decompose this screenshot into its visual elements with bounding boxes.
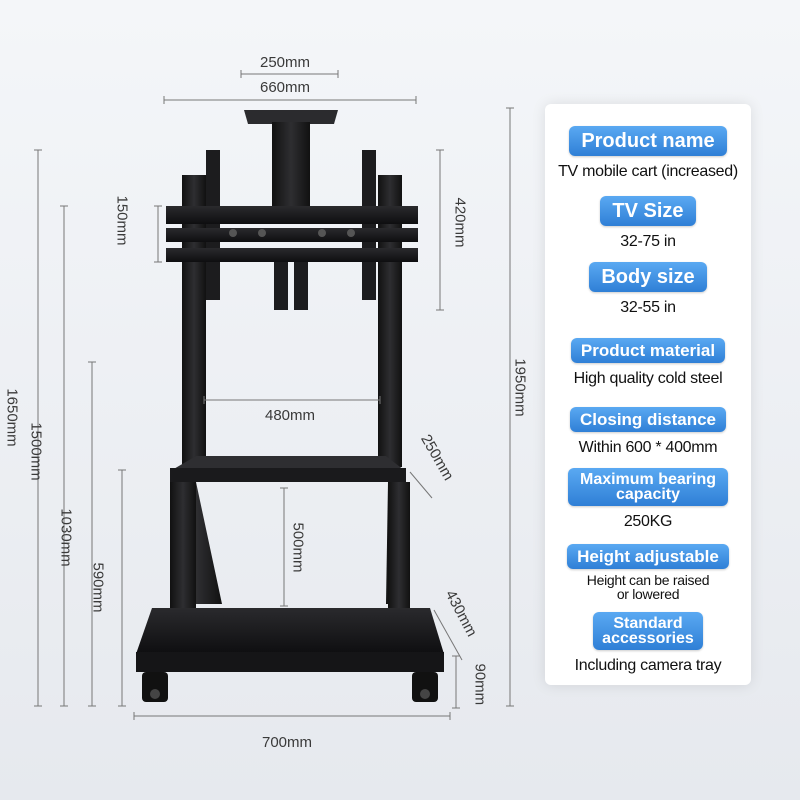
dim-mount-top-width: 250mm <box>260 54 311 71</box>
spec-accessories: Standard accessories Including camera tr… <box>545 612 751 675</box>
spec-height-adjustable: Height adjustable Height can be raised o… <box>545 544 751 601</box>
spec-value: Height can be raised or lowered <box>586 572 710 602</box>
spec-product-name: Product name TV mobile cart (increased) <box>545 126 751 181</box>
dim-head-width: 660mm <box>260 79 311 96</box>
spec-label: Closing distance <box>569 407 727 432</box>
camera-tray-mount <box>244 110 338 216</box>
spec-value: Including camera tray <box>574 657 722 674</box>
spec-label: Product material <box>570 338 726 363</box>
dim-height-1650: 1650mm <box>3 388 21 447</box>
spec-panel: Product name TV mobile cart (increased) … <box>545 104 751 685</box>
dim-height-1030: 1030mm <box>57 508 75 567</box>
spec-value: 32-55 in <box>620 299 676 316</box>
caster-wheels <box>142 672 438 702</box>
spec-value: Within 600 * 400mm <box>578 439 718 456</box>
spec-value: 32-75 in <box>620 233 676 250</box>
spec-bearing-capacity: Maximum bearing capacity 250KG <box>545 468 751 531</box>
spec-closing-distance: Closing distance Within 600 * 400mm <box>545 407 751 457</box>
spec-tv-size: TV Size 32-75 in <box>545 196 751 251</box>
spec-value: High quality cold steel <box>573 370 723 387</box>
dim-base-width: 700mm <box>262 734 313 751</box>
spec-value: TV mobile cart (increased) <box>558 163 738 180</box>
spec-body-size: Body size 32-55 in <box>545 262 751 317</box>
spec-material: Product material High quality cold steel <box>545 338 751 388</box>
dim-wheel-height: 90mm <box>471 663 489 706</box>
dim-total-height: 1950mm <box>511 358 529 417</box>
dimension-lines <box>34 70 514 720</box>
mounting-plate <box>166 206 418 262</box>
dim-vesa-height: 150mm <box>113 195 131 246</box>
spec-label: Product name <box>569 126 727 156</box>
vesa-brackets <box>206 150 376 310</box>
dim-bracket-height: 420mm <box>451 197 469 248</box>
dim-tray-height: 500mm <box>289 522 307 573</box>
spec-label: Height adjustable <box>567 544 729 569</box>
dim-tray-width: 480mm <box>265 407 316 424</box>
spec-label: Maximum bearing capacity <box>568 468 728 506</box>
spec-label: Standard accessories <box>593 612 703 650</box>
base <box>136 608 444 672</box>
spec-label: Body size <box>589 262 707 292</box>
spec-value: 250KG <box>623 513 673 530</box>
dim-height-590: 590mm <box>89 562 107 613</box>
spec-label: TV Size <box>600 196 696 226</box>
dim-height-1500: 1500mm <box>27 422 45 481</box>
